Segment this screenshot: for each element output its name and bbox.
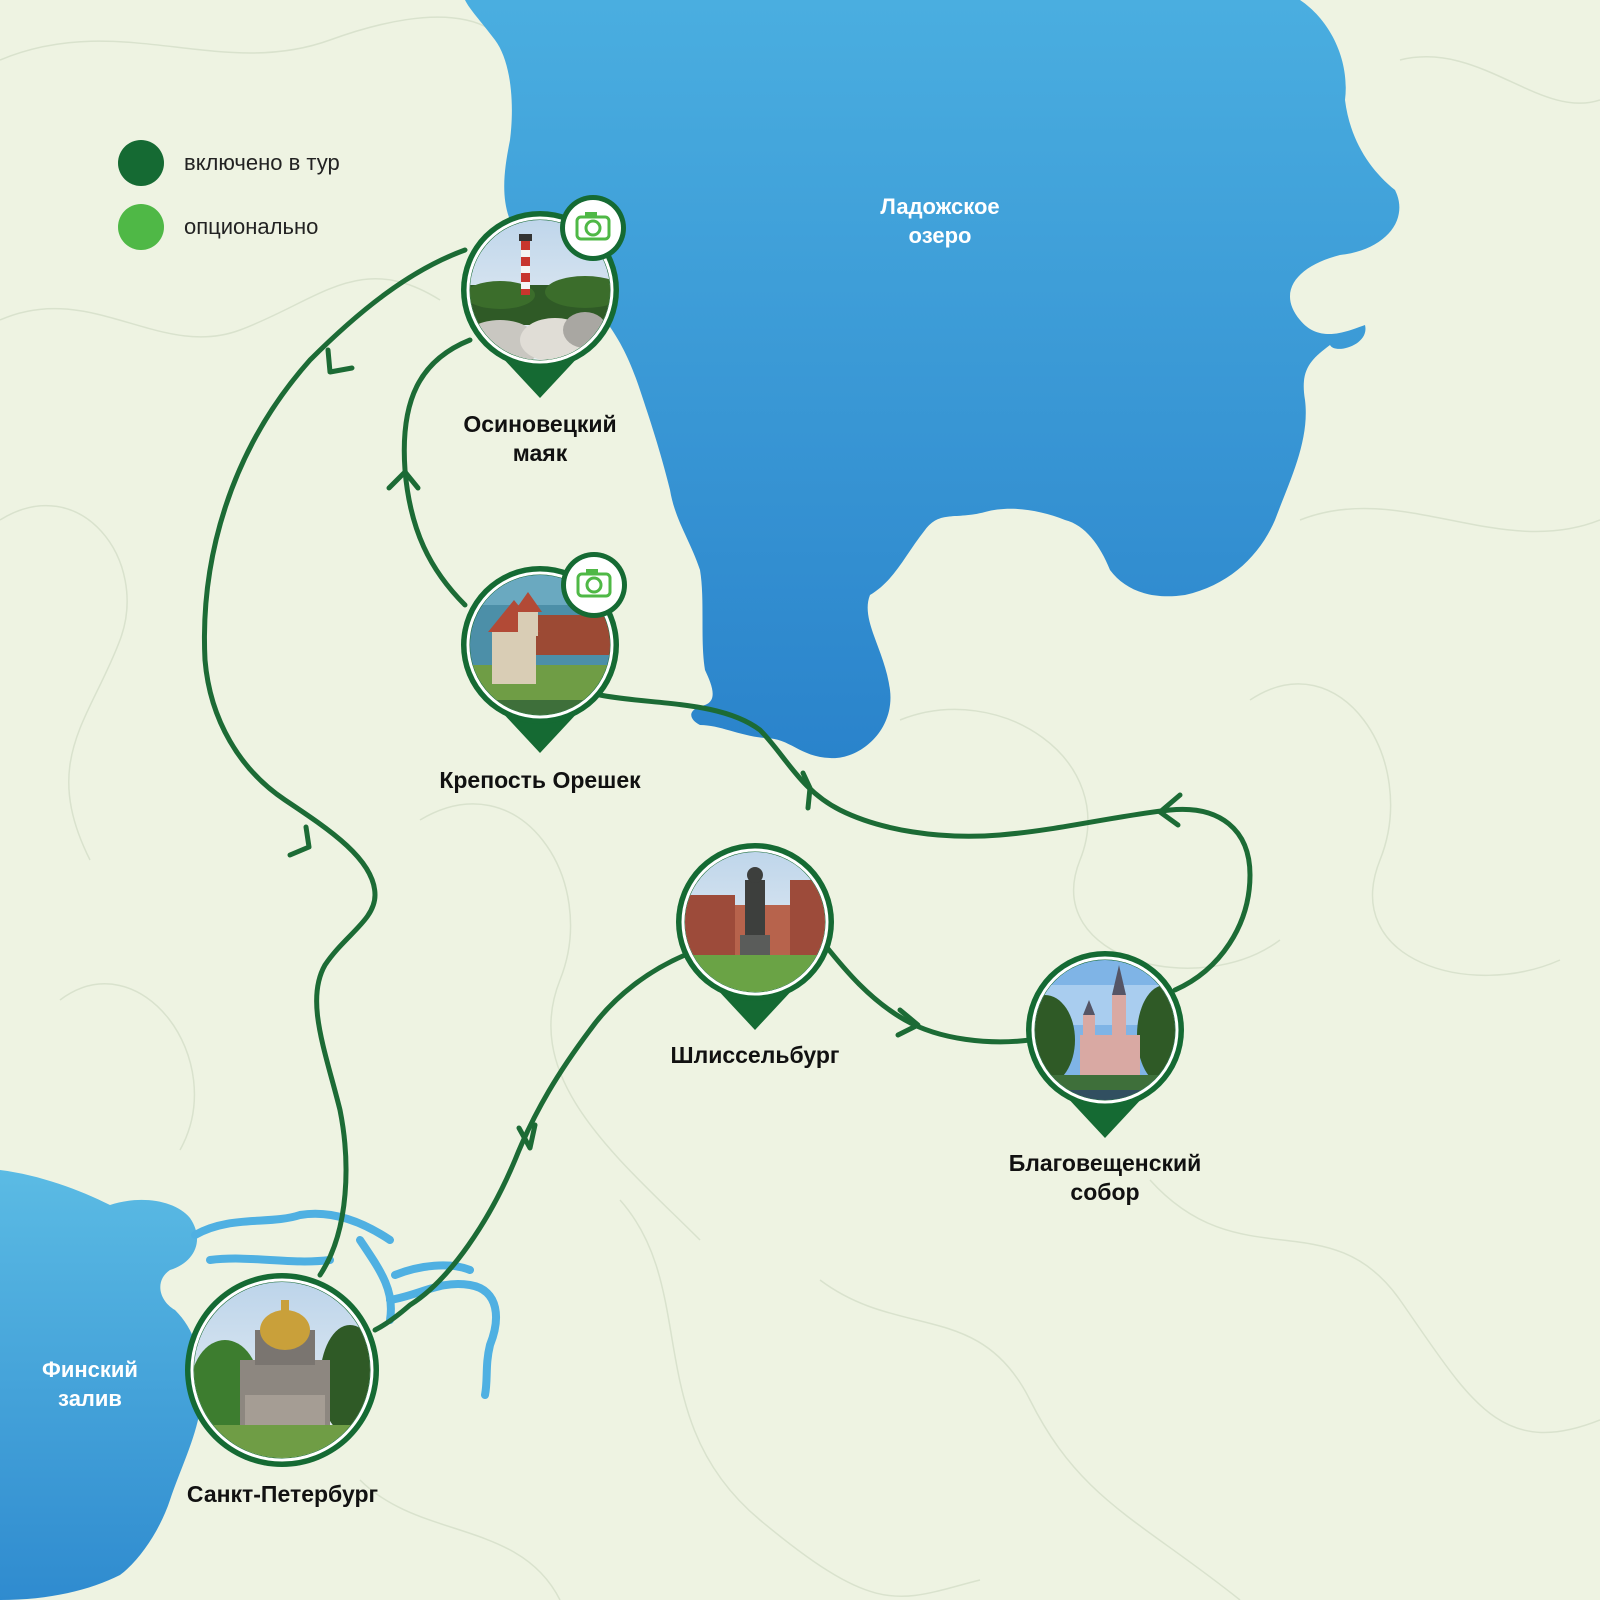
- legend-item-optional: опционально: [118, 204, 340, 250]
- pin-shlisselburg[interactable]: [675, 842, 835, 1030]
- label-oreshek-fortress: Крепость Орешек: [439, 767, 641, 793]
- legend-label-optional: опционально: [184, 214, 319, 239]
- label-saint-petersburg: Санкт-Петербург: [186, 1481, 379, 1507]
- label-gulf-of-finland: Финский залив: [42, 1357, 138, 1411]
- terrain-contours: [0, 16, 1600, 1600]
- label-shlisselburg: Шлиссельбург: [670, 1042, 840, 1068]
- gulf-of-finland: [0, 1170, 202, 1600]
- label-lake-ladoga: Ладожское озеро: [880, 194, 1000, 248]
- lake-ladoga: [465, 0, 1400, 759]
- legend-label-included: включено в тур: [184, 150, 340, 175]
- pin-annunciation-cathedral[interactable]: [1015, 950, 1193, 1138]
- tour-route: [202, 247, 1253, 1333]
- neva-delta: [191, 1209, 500, 1399]
- included-dot-icon: [118, 140, 164, 186]
- optional-dot-icon: [118, 204, 164, 250]
- legend-item-included: включено в тур: [118, 140, 340, 186]
- camera-icon: [561, 552, 627, 618]
- camera-icon: [560, 195, 626, 261]
- route-arrows: [287, 347, 1183, 1151]
- legend: включено в тур опционально: [118, 140, 340, 268]
- pin-saint-petersburg[interactable]: [185, 1273, 380, 1467]
- label-osinovets-lighthouse: Осиновецкий маяк: [463, 411, 617, 466]
- label-annunciation-cathedral: Благовещенский собор: [1008, 1150, 1202, 1205]
